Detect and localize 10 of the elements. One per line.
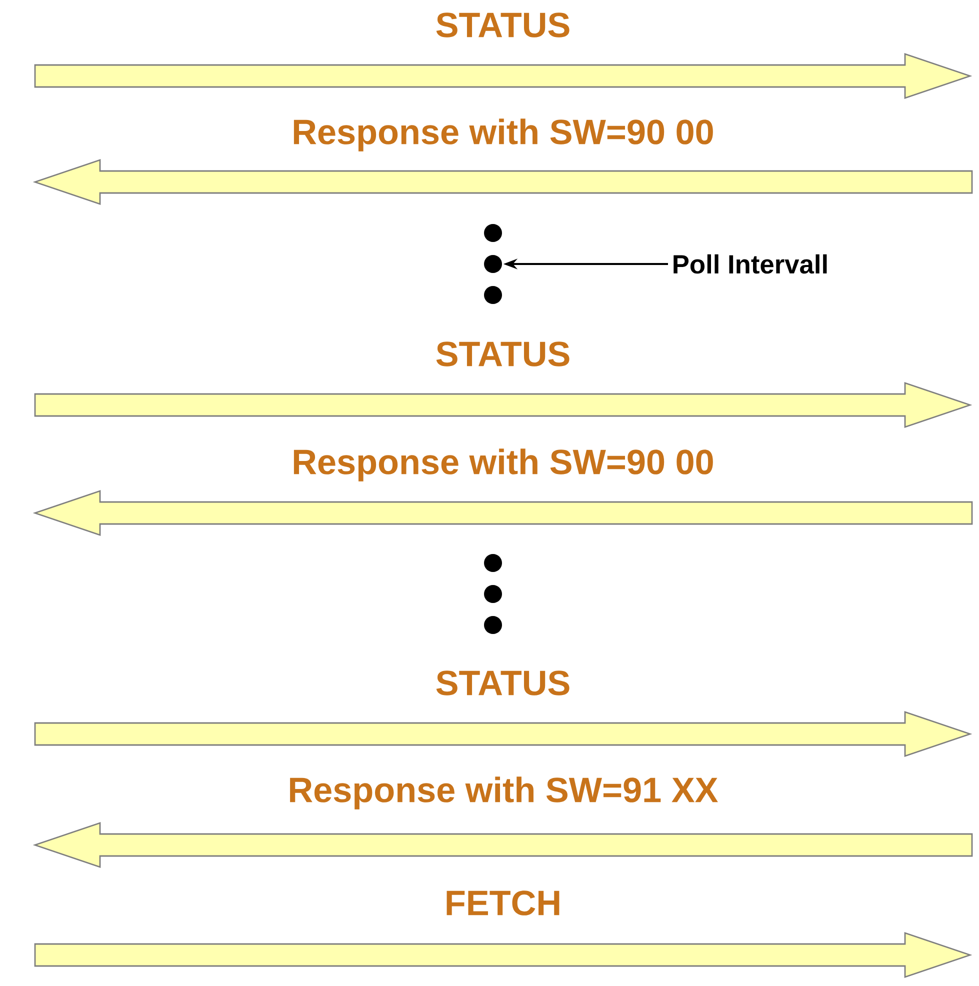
message-label: Response with SW=91 XX: [290, 776, 718, 810]
message-label: Response with SW=90 00: [294, 448, 713, 482]
ellipsis-dots: [484, 224, 502, 304]
callout-text: Poll Intervall: [674, 254, 827, 274]
ellipsis-dots: [484, 554, 502, 634]
message-label: STATUS: [436, 670, 570, 696]
message-label: STATUS: [436, 342, 570, 366]
message-label: STATUS: [436, 12, 570, 38]
message-label: FETCH: [446, 890, 560, 916]
message-label: Response with SW=90 00: [294, 118, 713, 152]
